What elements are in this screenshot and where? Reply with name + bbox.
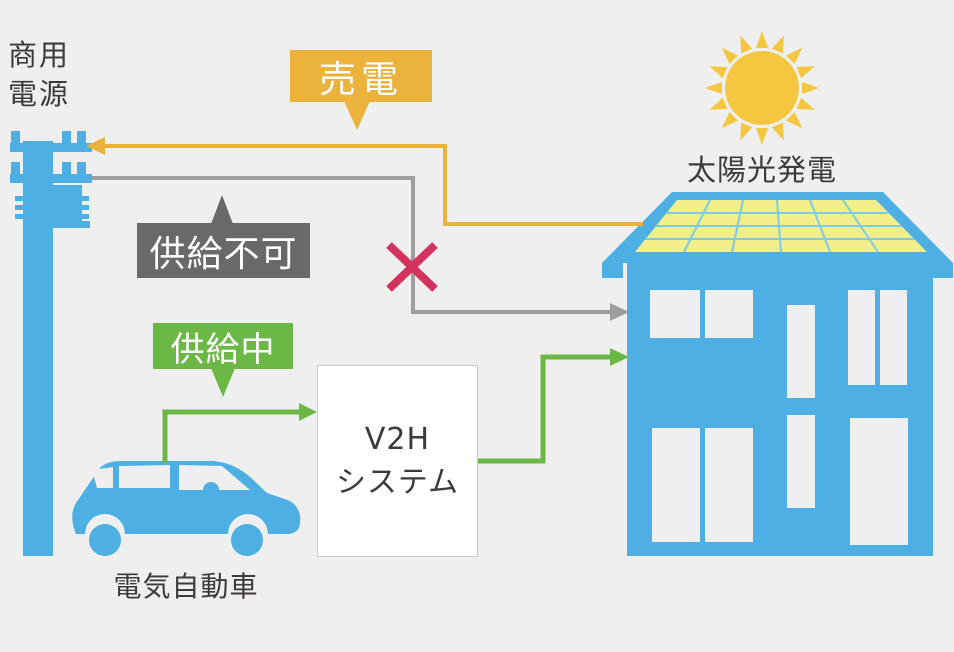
electric-car-icon bbox=[72, 461, 301, 556]
sell-power-arrowhead bbox=[86, 137, 105, 155]
sell-power-badge: 売電 bbox=[290, 50, 432, 130]
sell-power-line bbox=[96, 144, 643, 226]
grid-power-label-line2: 電源 bbox=[8, 77, 71, 111]
electric-vehicle-label: 電気自動車 bbox=[113, 570, 259, 603]
solar-power-label: 太陽光発電 bbox=[686, 153, 837, 187]
house-door bbox=[850, 418, 908, 545]
no-supply-badge-text: 供給不可 bbox=[149, 233, 298, 275]
sun-icon bbox=[705, 31, 819, 145]
house-windows bbox=[650, 290, 908, 545]
v2h-to-house-line bbox=[478, 354, 616, 464]
ev-to-v2h-arrowhead bbox=[299, 403, 317, 421]
supplying-badge: 供給中 bbox=[153, 323, 293, 397]
v2h-to-house-arrowhead bbox=[610, 348, 629, 366]
supplying-badge-tail bbox=[211, 368, 235, 397]
supplying-badge-text: 供給中 bbox=[170, 329, 276, 370]
solar-panel-icon bbox=[635, 199, 927, 253]
no-supply-badge: 供給不可 bbox=[137, 195, 310, 278]
sell-power-badge-text: 売電 bbox=[319, 58, 403, 101]
grid-power-label: 商用 電源 bbox=[8, 36, 70, 114]
v2h-box-line1: V2H bbox=[364, 422, 431, 457]
grid-supply-arrowhead bbox=[610, 303, 629, 321]
grid-supply-line bbox=[92, 176, 616, 314]
v2h-box-line2: システム bbox=[335, 465, 460, 500]
sell-power-badge-tail bbox=[344, 101, 370, 130]
grid-power-label-line1: 商用 bbox=[8, 38, 71, 72]
v2h-system-box: V2H システム bbox=[317, 365, 478, 557]
x-mark-icon bbox=[386, 242, 438, 292]
utility-pole-icon bbox=[10, 131, 92, 556]
ev-to-v2h-line bbox=[162, 409, 304, 463]
house-icon bbox=[602, 192, 953, 556]
no-supply-badge-tail bbox=[211, 195, 233, 224]
